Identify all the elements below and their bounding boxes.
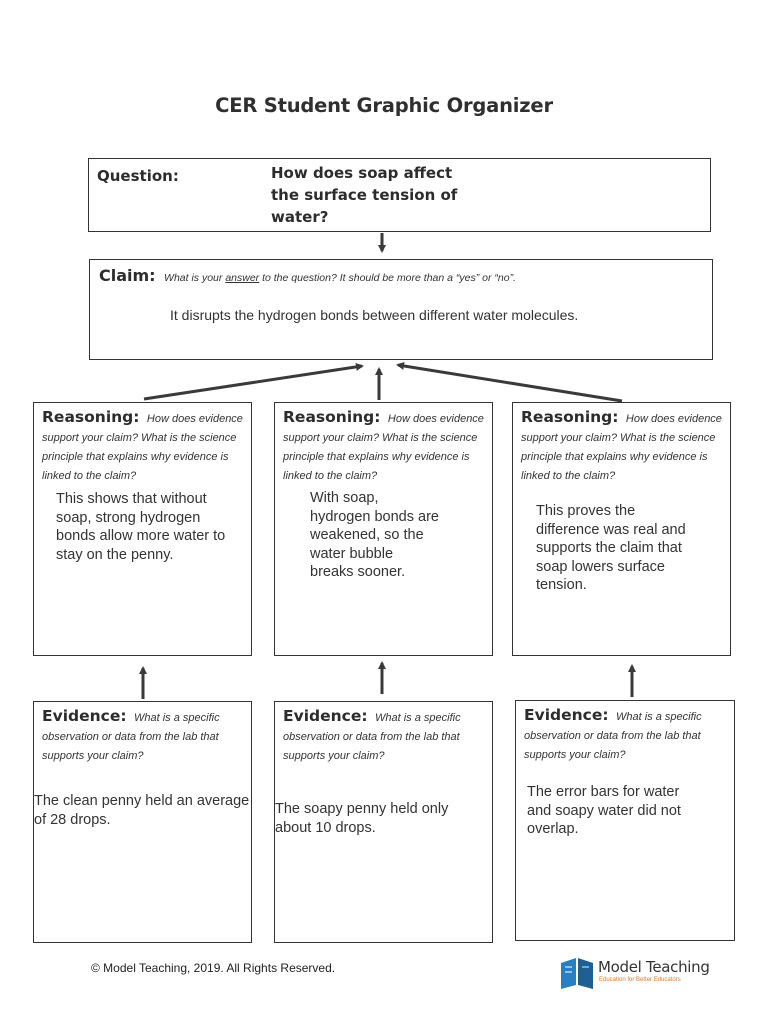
arrow-reasoning1-to-claim [143, 362, 364, 401]
claim-answer: It disrupts the hydrogen bonds between d… [170, 307, 579, 323]
claim-hint-part: to the question? It should be more than … [259, 272, 516, 284]
evidence-hint: What is a specific observation or data f… [42, 712, 220, 762]
claim-hint: What is your answer to the question? It … [164, 272, 516, 284]
evidence-box-3: Evidence: What is a specific observation… [515, 700, 735, 941]
question-label: Question: [97, 167, 179, 185]
reasoning-header: Reasoning: How does evidence support you… [42, 408, 247, 485]
evidence-hint: What is a specific observation or data f… [524, 711, 702, 761]
evidence-box-1: Evidence: What is a specific observation… [33, 701, 252, 943]
open-book-icon [561, 958, 593, 989]
reasoning-answer: With soap, hydrogen bonds are weakened, … [310, 490, 439, 580]
evidence-label: Evidence: [42, 707, 127, 725]
copyright-notice: © Model Teaching, 2019. All Rights Reser… [91, 961, 336, 975]
reasoning-answer: This shows that without soap, strong hyd… [56, 491, 226, 563]
reasoning-box-2: Reasoning: How does evidence support you… [274, 402, 493, 656]
question-text: How does soap affect the surface tension… [271, 164, 458, 226]
page-title: CER Student Graphic Organizer [215, 94, 553, 117]
reasoning-hint: How does evidence support your claim? Wh… [521, 413, 722, 482]
logo-tagline: Education for Better Educators [599, 977, 681, 983]
reasoning-hint: How does evidence support your claim? Wh… [42, 413, 243, 482]
evidence-label: Evidence: [524, 706, 609, 724]
reasoning-box-3: Reasoning: How does evidence support you… [512, 402, 731, 656]
reasoning-header: Reasoning: How does evidence support you… [283, 408, 488, 485]
reasoning-hint: How does evidence support your claim? Wh… [283, 413, 484, 482]
evidence-header: Evidence: What is a specific observation… [283, 707, 488, 765]
question-box: Question: How does soap affect the surfa… [88, 158, 711, 232]
evidence-answer: The soapy penny held only about 10 drops… [275, 801, 449, 836]
claim-box: Claim: What is your answer to the questi… [89, 259, 713, 360]
reasoning-label: Reasoning: [42, 408, 140, 426]
evidence-answer: The error bars for water and soapy water… [527, 784, 681, 837]
reasoning-header: Reasoning: How does evidence support you… [521, 408, 726, 485]
evidence-header: Evidence: What is a specific observation… [524, 706, 729, 764]
evidence-label: Evidence: [283, 707, 368, 725]
logo-name: Model Teaching [598, 958, 710, 976]
reasoning-answer: This proves the difference was real and … [536, 503, 686, 593]
claim-label: Claim: [99, 266, 156, 285]
evidence-hint: What is a specific observation or data f… [283, 712, 461, 762]
reasoning-box-1: Reasoning: How does evidence support you… [33, 402, 252, 656]
claim-hint-underlined: answer [225, 272, 260, 284]
evidence-box-2: Evidence: What is a specific observation… [274, 701, 493, 943]
evidence-answer: The clean penny held an average of 28 dr… [34, 793, 250, 828]
reasoning-label: Reasoning: [283, 408, 381, 426]
arrow-reasoning3-to-claim [396, 362, 623, 403]
claim-header: Claim: What is your answer to the questi… [99, 266, 516, 287]
reasoning-label: Reasoning: [521, 408, 619, 426]
evidence-header: Evidence: What is a specific observation… [42, 707, 247, 765]
claim-hint-part: What is your [164, 272, 226, 284]
